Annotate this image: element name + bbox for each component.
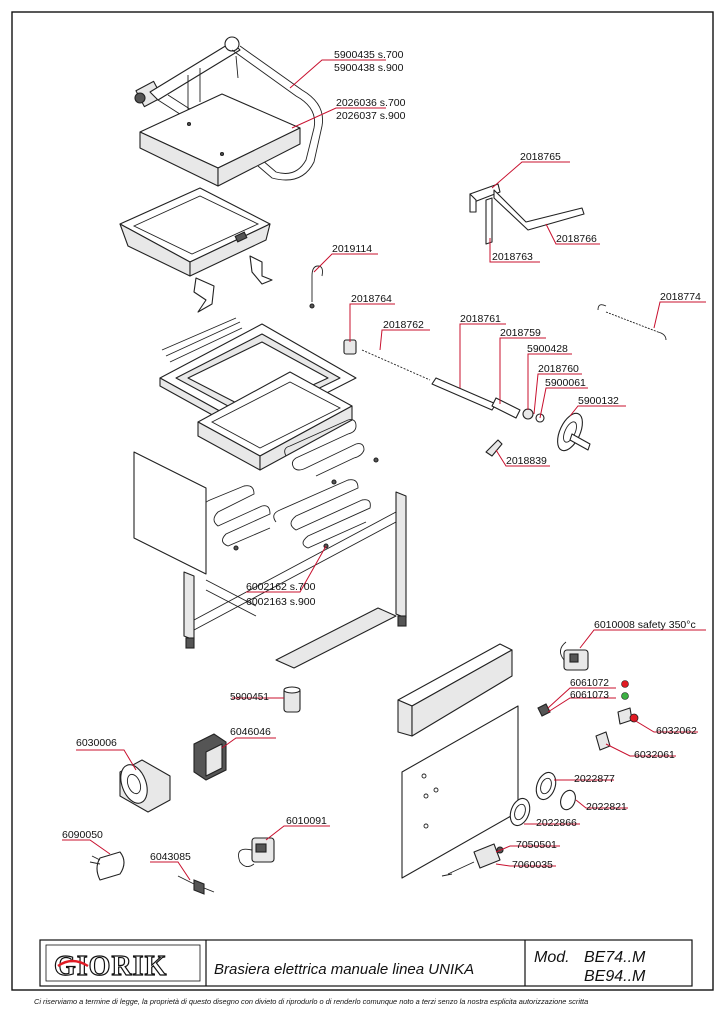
bracket-drawing	[469, 183, 585, 245]
label-2018839: 2018839	[506, 455, 547, 467]
label-6046046: 6046046	[230, 726, 271, 738]
label-6032062: 6032062	[656, 725, 697, 737]
label-5900428: 5900428	[527, 343, 568, 355]
label-2022877: 2022877	[574, 773, 615, 785]
label-2026036: 2026036 s.700	[336, 97, 406, 109]
label-5900061: 5900061	[545, 377, 586, 389]
label-5900451: 5900451	[230, 692, 269, 703]
label-6010008: 6010008 safety 350°c	[594, 619, 696, 631]
label-2019114: 2019114	[332, 243, 372, 255]
title-block: GIORIK Brasiera elettrica manuale linea …	[39, 939, 693, 987]
drawing-title: Brasiera elettrica manuale linea UNIKA	[214, 961, 474, 978]
label-7050501: 7050501	[516, 839, 557, 851]
switch-drawing	[177, 875, 215, 895]
label-2018774: 2018774	[660, 291, 701, 303]
heating-elements-drawing	[203, 419, 379, 551]
knobs-drawing	[509, 771, 576, 827]
label-2018759: 2018759	[500, 327, 541, 339]
leader-lines	[62, 59, 706, 881]
tank-drawing	[119, 187, 273, 313]
motor-drawing	[119, 759, 171, 813]
lamps-drawing	[537, 703, 639, 751]
shaft-assembly-drawing	[343, 339, 591, 457]
tray-drawing	[197, 371, 353, 471]
capacitor-drawing	[89, 851, 125, 881]
label-2022866: 2022866	[536, 817, 577, 829]
label-5900435: 5900435 s.700	[334, 49, 404, 61]
label-6061072: 6061072	[570, 678, 609, 689]
top-frame-drawing	[159, 317, 357, 439]
red-indicator-dot	[621, 680, 629, 688]
contactor-drawing	[193, 733, 227, 781]
red-lamp-icon	[629, 713, 639, 723]
label-2026037: 2026037 s.900	[336, 110, 406, 122]
spring-drawing	[597, 304, 667, 341]
label-6002163: 6002163 s.900	[246, 596, 316, 608]
lid-plate-drawing	[139, 93, 301, 187]
part-labels: 5900435 s.700 5900438 s.900 2026036 s.70…	[62, 49, 701, 871]
label-6090050: 6090050	[62, 829, 103, 841]
label-2018765: 2018765	[520, 151, 561, 163]
brand-logo: GIORIK	[45, 944, 201, 983]
label-5900438: 5900438 s.900	[334, 62, 404, 74]
thermostat-6010008-drawing	[560, 641, 589, 671]
model-prefix: Mod.	[534, 949, 570, 966]
label-6030006: 6030006	[76, 737, 117, 749]
control-panel-drawing	[397, 643, 519, 879]
label-6002162: 6002162 s.700	[246, 581, 316, 593]
label-2022821: 2022821	[586, 801, 627, 813]
model-number-2: BE94..M	[584, 968, 646, 985]
label-2018763: 2018763	[492, 251, 533, 263]
copyright-footer: Ci riserviamo a termine di legge, la pro…	[34, 997, 588, 1006]
label-2018766: 2018766	[556, 233, 597, 245]
green-indicator-dot	[621, 692, 629, 700]
stand-drawing	[133, 451, 407, 669]
brand-logo-text: GIORIK	[54, 951, 167, 982]
label-7060035: 7060035	[512, 859, 553, 871]
label-6061073: 6061073	[570, 690, 609, 701]
label-5900132: 5900132	[578, 395, 619, 407]
label-6032061: 6032061	[634, 749, 675, 761]
label-2018764: 2018764	[351, 293, 392, 305]
thermostat-6010091-drawing	[238, 837, 275, 867]
label-6010091: 6010091	[286, 815, 327, 827]
bushing-drawing	[283, 686, 301, 713]
label-2018762: 2018762	[383, 319, 424, 331]
sheet-border	[11, 11, 714, 991]
model-number-1: BE74..M	[584, 949, 646, 966]
rod-2019114-drawing	[309, 265, 323, 309]
label-2018760: 2018760	[538, 363, 579, 375]
label-2018761: 2018761	[460, 313, 501, 325]
label-6043085: 6043085	[150, 851, 191, 863]
